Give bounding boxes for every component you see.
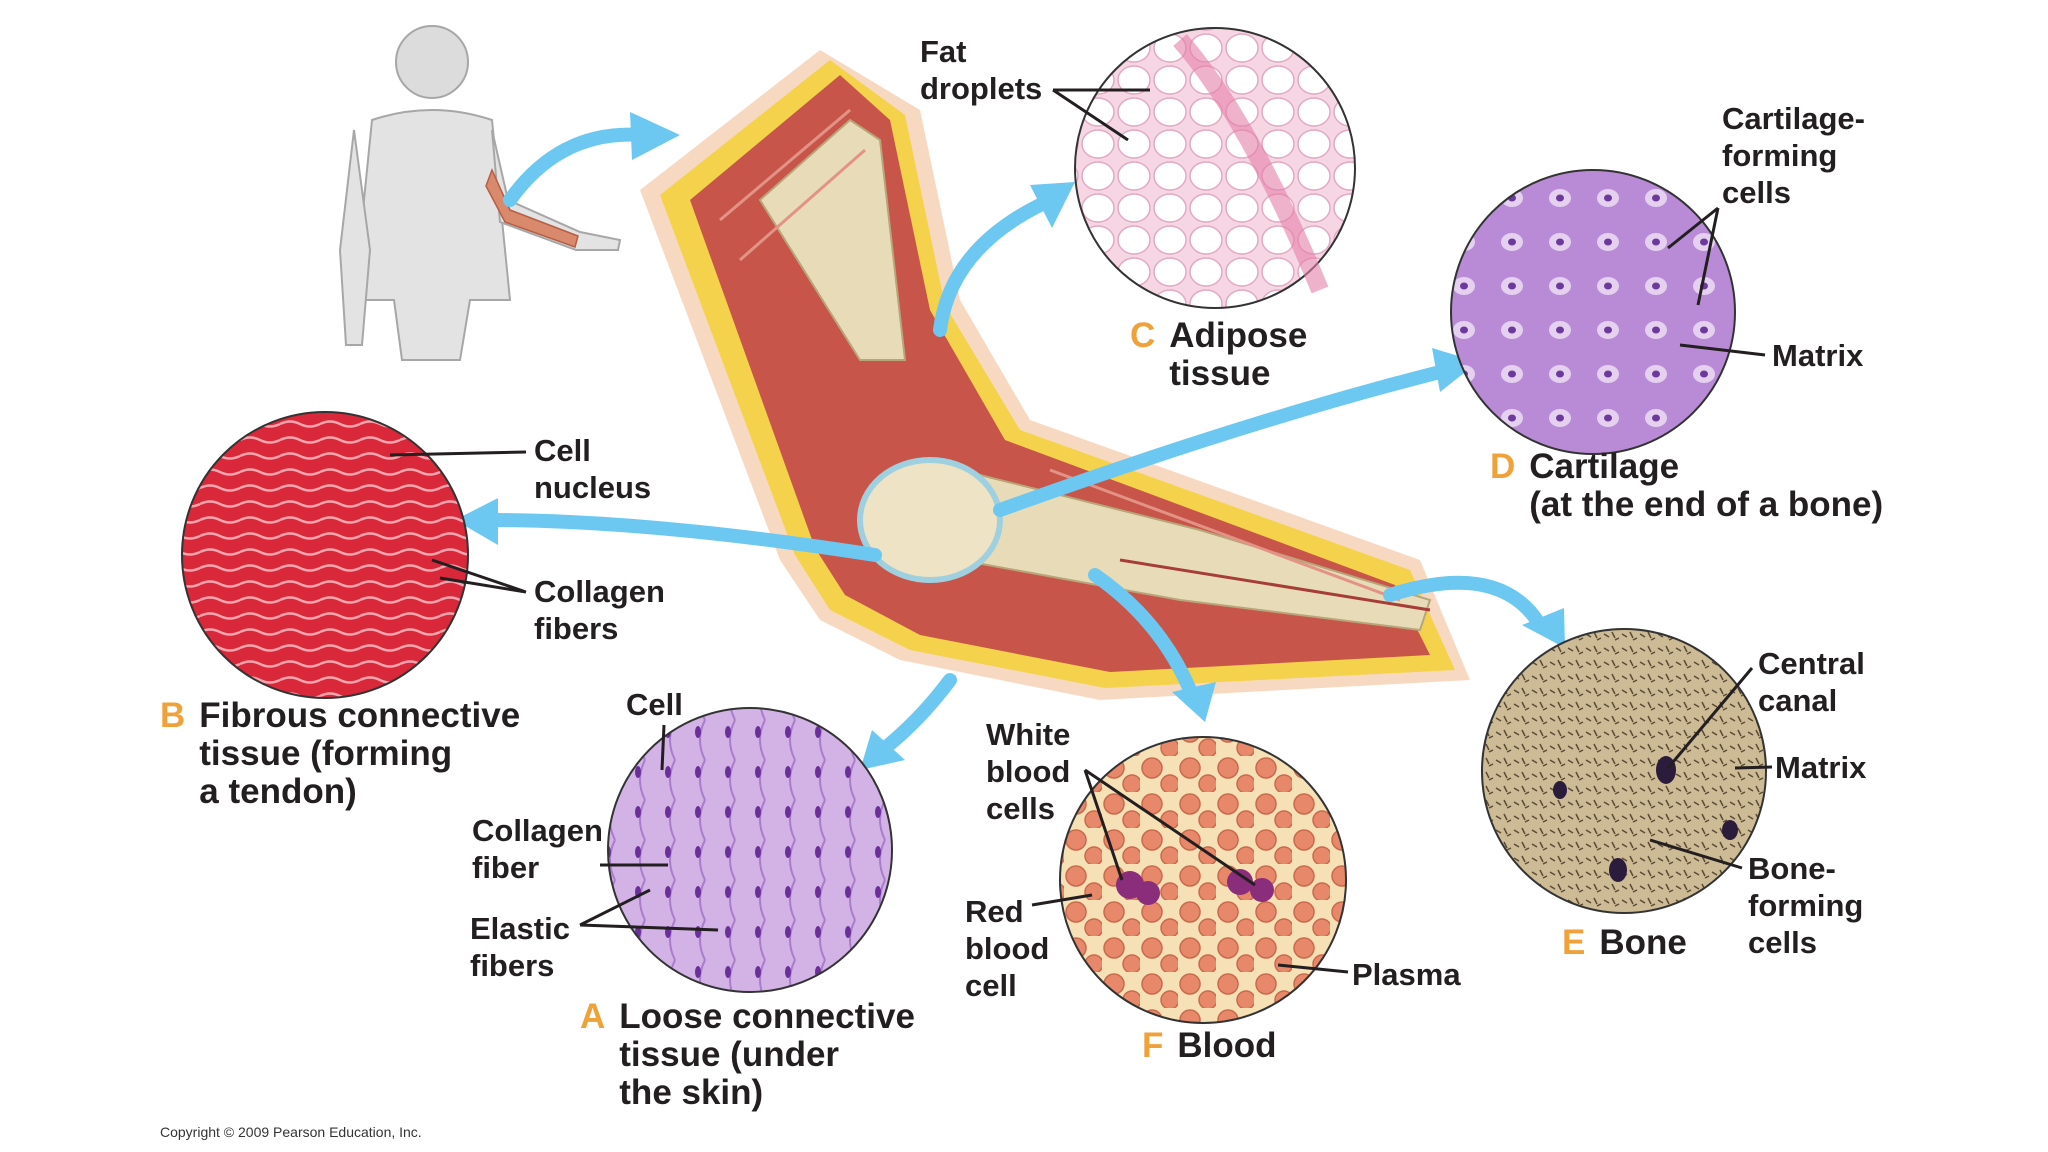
label-bone-forming-cells: Bone- forming cells bbox=[1748, 851, 1864, 960]
label-collagen-fiber: Collagen fiber bbox=[472, 813, 603, 885]
title-cartilage: D Cartilage (at the end of a bone) bbox=[1490, 448, 1883, 524]
arrow-to-fibrous bbox=[483, 513, 882, 562]
leader-elastic-fibers bbox=[579, 888, 719, 932]
title-loose-text: Loose connective tissue (under the skin) bbox=[619, 997, 915, 1112]
adipose-micrograph bbox=[1074, 27, 1356, 309]
title-blood-text: Blood bbox=[1177, 1026, 1277, 1065]
arrow-to-cartilage bbox=[993, 365, 1447, 517]
label-fat-droplets: Fat droplets bbox=[920, 34, 1043, 106]
arrow-to-bone bbox=[1383, 575, 1547, 632]
white-blood-cell-shapes bbox=[1116, 869, 1274, 905]
arrowhead-loose bbox=[860, 730, 905, 770]
arrowhead-body bbox=[630, 112, 680, 160]
leader-cartilage-matrix bbox=[1679, 343, 1766, 357]
leader-collagen-fibers bbox=[431, 558, 527, 594]
arrowhead-bone bbox=[1522, 608, 1565, 648]
leader-central-canal bbox=[1666, 667, 1754, 769]
leader-loose-cell bbox=[660, 724, 666, 771]
arrowhead-blood bbox=[1172, 682, 1216, 722]
leader-cartilage-cells bbox=[1667, 206, 1720, 306]
leader-cell-nucleus bbox=[389, 450, 527, 457]
loose-micrograph bbox=[607, 707, 893, 993]
letter-d: D bbox=[1490, 447, 1516, 486]
label-elastic-fibers: Elastic fibers bbox=[470, 911, 570, 983]
label-red-blood-cell: Red blood cell bbox=[965, 894, 1050, 1003]
fibrous-micrograph bbox=[181, 411, 469, 699]
arrow-to-loose bbox=[878, 673, 957, 755]
arrowhead-adipose bbox=[1030, 182, 1075, 228]
bone-micrograph bbox=[1481, 628, 1767, 914]
leader-bone-matrix bbox=[1734, 765, 1773, 770]
arrow-to-blood bbox=[1088, 568, 1197, 697]
cartilage-micrograph bbox=[1450, 169, 1736, 455]
label-plasma: Plasma bbox=[1352, 957, 1461, 992]
label-white-blood-cells: White blood cells bbox=[986, 717, 1071, 826]
label-bone-matrix: Matrix bbox=[1775, 750, 1867, 785]
letter-a: A bbox=[580, 997, 606, 1036]
title-fibrous: B Fibrous connective tissue (forming a te… bbox=[160, 697, 520, 811]
title-loose: A Loose connective tissue (under the skin… bbox=[580, 998, 915, 1112]
letter-e: E bbox=[1562, 923, 1586, 962]
arrowhead-fibrous bbox=[455, 498, 498, 545]
letter-f: F bbox=[1142, 1026, 1164, 1065]
leader-red-blood-cell bbox=[1031, 893, 1093, 907]
copyright-text: Copyright © 2009 Pearson Education, Inc. bbox=[160, 1124, 422, 1140]
label-central-canal: Central canal bbox=[1758, 646, 1865, 718]
title-adipose: C Adipose tissue bbox=[1130, 317, 1307, 393]
blood-micrograph bbox=[1059, 736, 1347, 1024]
leader-fat-droplets bbox=[1052, 88, 1150, 142]
title-cartilage-text: Cartilage (at the end of a bone) bbox=[1529, 447, 1884, 524]
bone-canal-shapes bbox=[1553, 756, 1738, 882]
title-bone-text: Bone bbox=[1599, 923, 1687, 962]
leader-bone-forming-cells bbox=[1649, 838, 1743, 870]
elbow-cross-section-icon bbox=[640, 50, 1470, 700]
title-adipose-text: Adipose tissue bbox=[1169, 316, 1308, 393]
title-bone: E Bone bbox=[1562, 924, 1687, 962]
label-collagen-fibers: Collagen fibers bbox=[534, 574, 665, 646]
arrow-to-body bbox=[503, 127, 647, 207]
label-cartilage-matrix: Matrix bbox=[1772, 338, 1864, 373]
label-cartilage-forming-cells: Cartilage- forming cells bbox=[1722, 101, 1865, 210]
title-fibrous-text: Fibrous connective tissue (forming a ten… bbox=[199, 696, 521, 811]
leader-plasma bbox=[1277, 963, 1349, 974]
leader-white-blood-cells bbox=[1083, 768, 1256, 887]
human-figure-icon bbox=[338, 25, 622, 361]
title-blood: F Blood bbox=[1142, 1027, 1277, 1065]
label-cell-nucleus: Cell nucleus bbox=[534, 433, 652, 505]
letter-c: C bbox=[1130, 316, 1156, 355]
arrow-to-adipose bbox=[933, 198, 1047, 337]
label-loose-cell: Cell bbox=[626, 687, 683, 722]
letter-b: B bbox=[160, 696, 186, 735]
adipose-vessel-band bbox=[1173, 34, 1329, 294]
